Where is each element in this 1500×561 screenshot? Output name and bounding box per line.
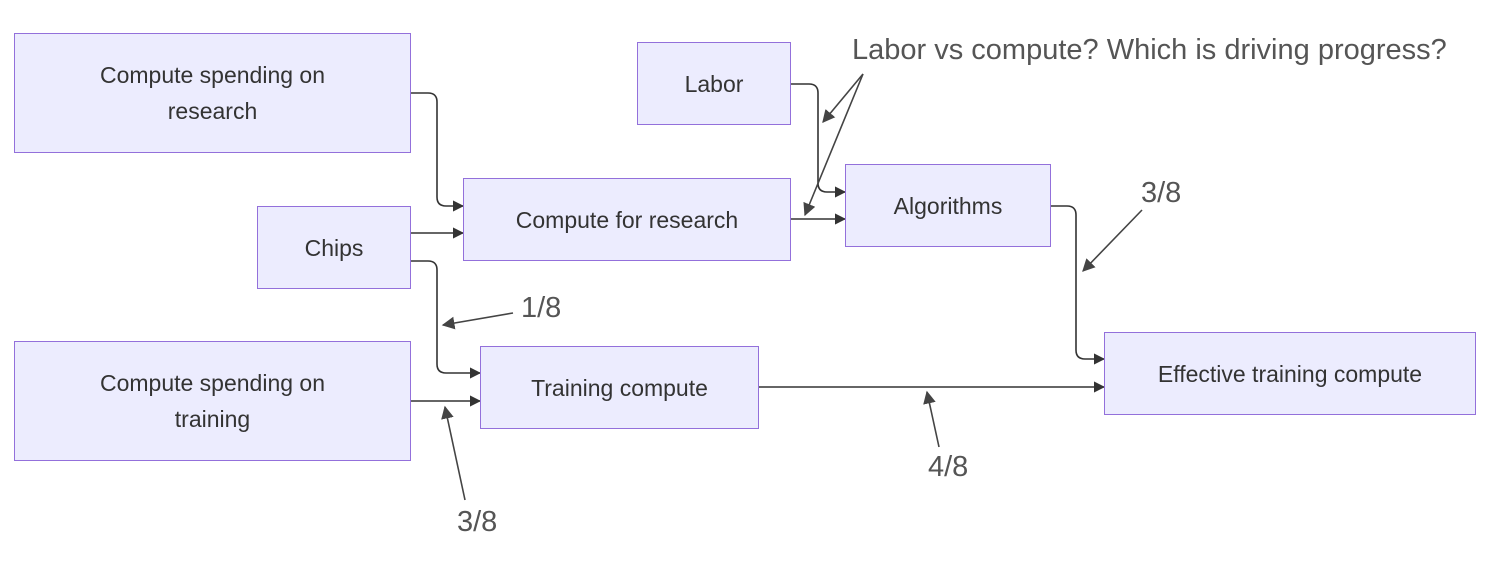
node-algorithms: Algorithms	[845, 164, 1051, 247]
edge-chips-to-training-compute	[411, 260, 482, 379]
annotation-algorithms-weight: 3/8	[1141, 177, 1182, 209]
node-label-compute-for-research: Compute for research	[515, 206, 739, 233]
node-label-algorithms: Algorithms	[893, 192, 1003, 219]
question-pointer-to-labor-edge	[822, 73, 864, 123]
question-pointer-to-research-edge	[803, 73, 864, 217]
node-compute-spending-training: Compute spending on training	[14, 341, 411, 461]
pointer-3-8-spending	[441, 405, 466, 501]
edge-labor-to-algorithms	[791, 83, 847, 198]
node-label-compute-spending-research: Compute spending on research	[99, 62, 326, 124]
node-compute-spending-research: Compute spending on research	[14, 33, 411, 153]
annotation-chips-weight: 1/8	[521, 292, 562, 324]
edge-spending-research-to-compute-research	[411, 92, 465, 212]
annotation-spending-training-weight: 3/8	[457, 506, 498, 538]
annotation-question: Labor vs compute? Which is driving progr…	[852, 34, 1447, 66]
node-labor: Labor	[637, 42, 791, 125]
edge-algorithms-to-effective	[1051, 205, 1106, 365]
node-label-compute-spending-training: Compute spending on training	[99, 370, 326, 432]
node-label-labor: Labor	[684, 70, 744, 97]
node-label-training-compute: Training compute	[531, 374, 708, 401]
node-label-chips: Chips	[304, 234, 364, 261]
pointer-1-8	[441, 312, 514, 330]
node-chips: Chips	[257, 206, 411, 289]
annotation-training-compute-weight: 4/8	[928, 451, 969, 483]
pointer-4-8	[923, 390, 940, 448]
node-training-compute: Training compute	[480, 346, 759, 429]
pointer-3-8-algorithms	[1082, 209, 1143, 272]
node-compute-for-research: Compute for research	[463, 178, 791, 261]
node-label-effective-training-compute: Effective training compute	[1157, 360, 1423, 387]
node-effective-training-compute: Effective training compute	[1104, 332, 1476, 415]
